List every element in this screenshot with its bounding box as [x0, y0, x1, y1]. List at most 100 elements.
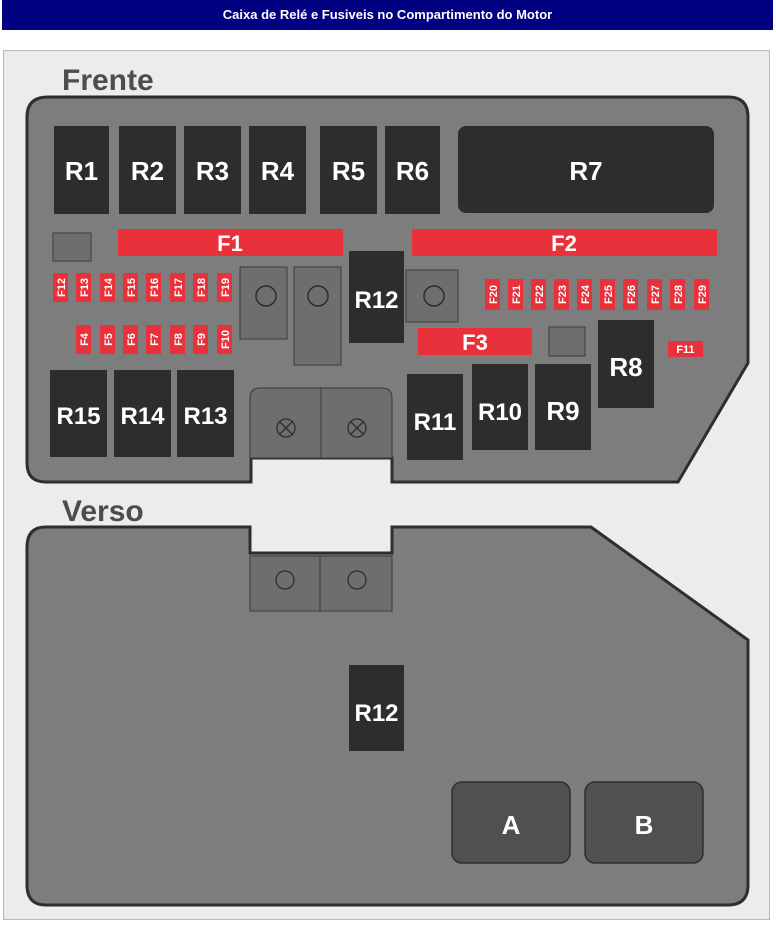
- svg-text:F9: F9: [196, 333, 208, 346]
- svg-text:R11: R11: [414, 409, 457, 436]
- connector-square: [52, 232, 92, 262]
- svg-text:F16: F16: [149, 278, 161, 297]
- svg-text:R4: R4: [261, 156, 295, 186]
- relay-R7: R7: [458, 126, 714, 213]
- svg-text:F10: F10: [220, 330, 232, 349]
- terminal-bolt-icon: [347, 418, 367, 438]
- fuse-F19: F19: [217, 273, 232, 302]
- svg-text:F2: F2: [551, 231, 577, 256]
- fuse-F29: F29: [694, 279, 709, 310]
- svg-text:F15: F15: [126, 278, 138, 297]
- relay-R15: R15: [50, 370, 107, 457]
- svg-text:F11: F11: [676, 344, 694, 356]
- svg-text:B: B: [635, 810, 654, 840]
- fuse-F11: F11: [668, 341, 703, 357]
- fuse-F9: F9: [193, 325, 208, 354]
- relay-R12-back: R12: [349, 665, 404, 751]
- relay-R13: R13: [177, 370, 234, 457]
- fuse-F3: F3: [418, 328, 532, 355]
- svg-text:F29: F29: [697, 285, 709, 304]
- svg-text:F5: F5: [103, 333, 115, 346]
- svg-text:F1: F1: [217, 231, 243, 256]
- svg-text:F12: F12: [56, 278, 68, 297]
- terminal-bolt-icon: [276, 418, 296, 438]
- svg-text:F20: F20: [488, 285, 500, 304]
- fuse-F1: F1: [118, 229, 343, 256]
- relay-R5: R5: [320, 126, 377, 214]
- svg-text:F22: F22: [534, 285, 546, 304]
- relay-R9: R9: [535, 364, 591, 450]
- svg-text:R9: R9: [546, 396, 579, 426]
- fuse-F2: F2: [412, 229, 717, 256]
- relay-R10: R10: [472, 364, 528, 450]
- connector-block: [249, 555, 321, 612]
- fuse-F12: F12: [53, 273, 68, 302]
- svg-text:F4: F4: [79, 332, 91, 346]
- svg-text:F25: F25: [603, 285, 615, 304]
- svg-text:F24: F24: [580, 284, 592, 304]
- svg-text:R14: R14: [120, 403, 165, 430]
- fuse-F17: F17: [170, 273, 185, 302]
- svg-text:F19: F19: [220, 278, 232, 297]
- fuse-F28: F28: [670, 279, 685, 310]
- relay-R8: R8: [598, 320, 654, 408]
- svg-text:F27: F27: [650, 285, 662, 304]
- fuse-F5: F5: [100, 325, 115, 354]
- relay-R12: R12: [349, 251, 404, 343]
- fuse-F16: F16: [146, 273, 161, 302]
- svg-text:A: A: [502, 810, 521, 840]
- block-B: B: [584, 781, 704, 864]
- svg-text:R2: R2: [131, 156, 164, 186]
- svg-text:R1: R1: [65, 156, 98, 186]
- relay-R2: R2: [119, 126, 176, 214]
- fuse-F8: F8: [170, 325, 185, 354]
- svg-text:R13: R13: [183, 403, 227, 430]
- svg-text:F14: F14: [103, 277, 115, 297]
- svg-text:F23: F23: [557, 285, 569, 304]
- connector-square: [548, 326, 586, 357]
- mount-hole: [347, 570, 367, 590]
- front-section-title: Frente: [62, 64, 154, 97]
- relay-R4: R4: [249, 126, 306, 214]
- svg-text:F18: F18: [196, 278, 208, 297]
- svg-text:R7: R7: [569, 156, 602, 186]
- svg-text:F8: F8: [173, 333, 185, 346]
- svg-text:R3: R3: [196, 156, 229, 186]
- fuse-F25: F25: [600, 279, 615, 310]
- svg-text:F28: F28: [673, 285, 685, 304]
- connector-block: [405, 269, 459, 323]
- fuse-F26: F26: [623, 279, 638, 310]
- mount-hole: [307, 285, 329, 307]
- svg-text:R6: R6: [396, 156, 429, 186]
- svg-text:F13: F13: [79, 278, 91, 297]
- relay-R6: R6: [385, 126, 440, 214]
- fuse-F7: F7: [146, 325, 161, 354]
- page-title: Caixa de Relé e Fusiveis no Compartiment…: [2, 0, 773, 30]
- relay-R3: R3: [184, 126, 241, 214]
- fuse-F15: F15: [123, 273, 138, 302]
- svg-text:R15: R15: [56, 403, 100, 430]
- fuse-F23: F23: [554, 279, 569, 310]
- fuse-F27: F27: [647, 279, 662, 310]
- mount-hole: [423, 285, 445, 307]
- fuse-F24: F24: [577, 279, 592, 310]
- mount-hole: [255, 285, 277, 307]
- fuse-F6: F6: [123, 325, 138, 354]
- relay-R11: R11: [407, 374, 463, 460]
- svg-text:R10: R10: [478, 399, 522, 426]
- relay-R14: R14: [114, 370, 171, 457]
- connector-block: [239, 266, 288, 340]
- fuse-F10: F10: [217, 325, 232, 354]
- svg-text:R8: R8: [609, 352, 642, 382]
- svg-text:R5: R5: [332, 156, 365, 186]
- connector-block: [319, 555, 393, 612]
- fuse-F14: F14: [100, 273, 115, 302]
- fuse-F20: F20: [485, 279, 500, 310]
- fuse-F18: F18: [193, 273, 208, 302]
- svg-text:F26: F26: [626, 285, 638, 304]
- svg-text:R12: R12: [354, 287, 398, 314]
- mount-hole: [275, 570, 295, 590]
- fuse-F21: F21: [508, 279, 523, 310]
- relay-R1: R1: [54, 126, 109, 214]
